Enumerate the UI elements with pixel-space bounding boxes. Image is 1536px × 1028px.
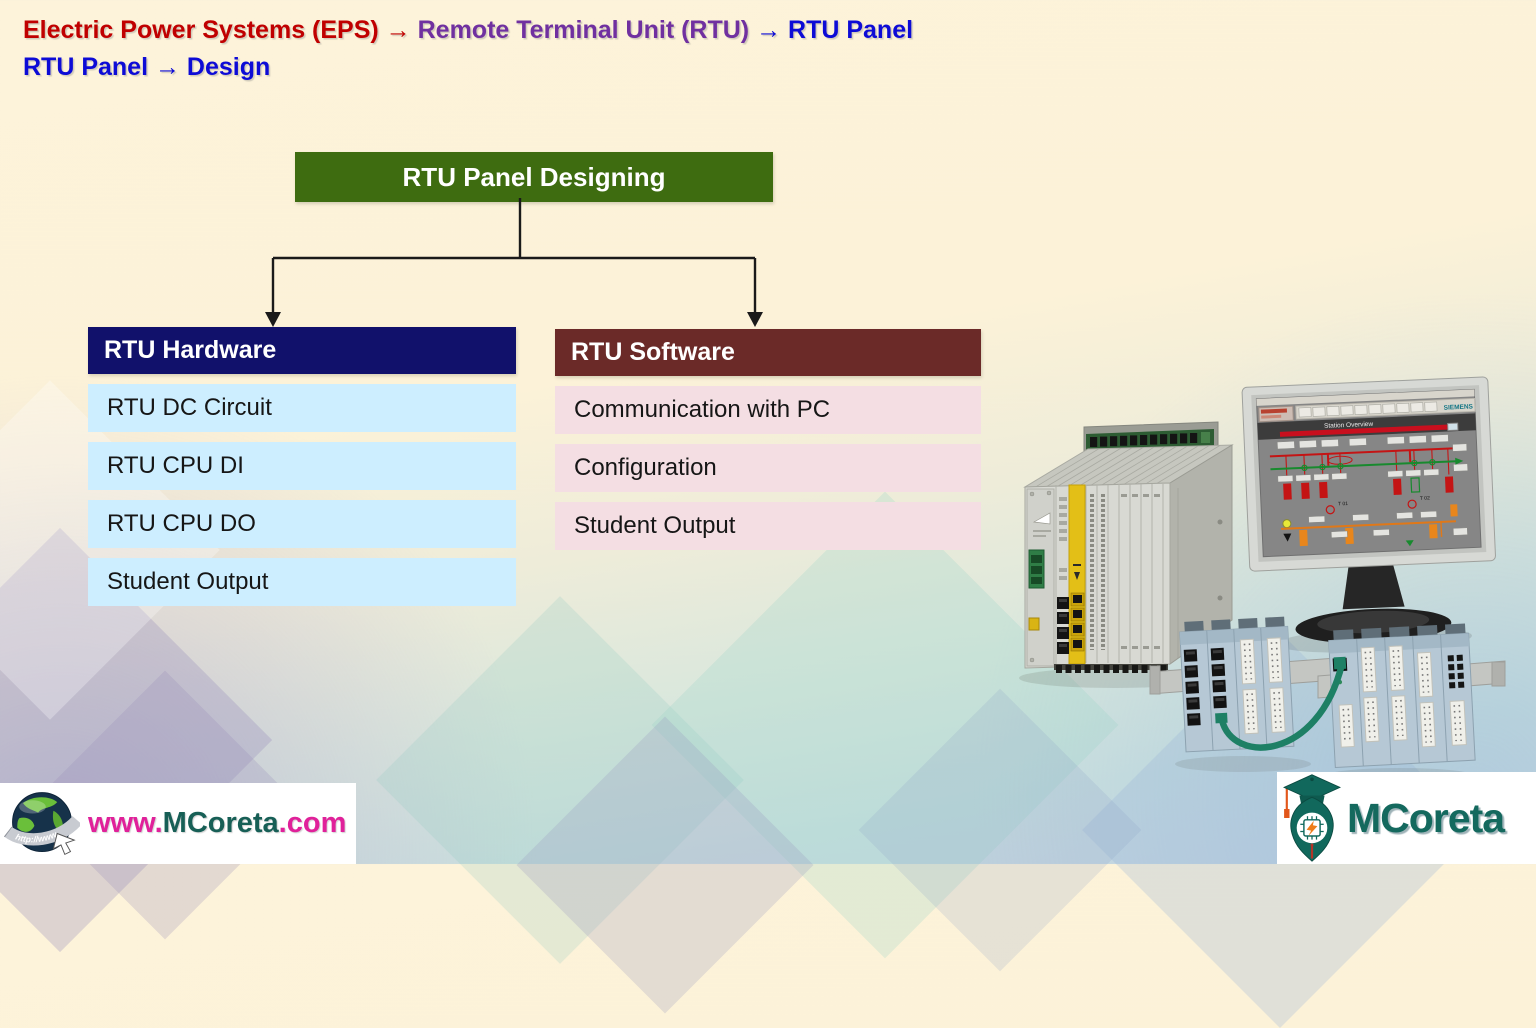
breadcrumb-seg-rtu-panel: RTU Panel xyxy=(788,16,914,44)
arrow-head-icon xyxy=(747,312,763,327)
breadcrumb: Electric Power Systems (EPS) → Remote Te… xyxy=(23,12,913,86)
scada-screen-title: Station Overview xyxy=(1324,421,1374,430)
breadcrumb-line-1: Electric Power Systems (EPS) → Remote Te… xyxy=(23,12,913,49)
flowchart-connectors xyxy=(265,198,763,327)
transformer-label: T 01 xyxy=(1338,501,1348,507)
monitor-brand-label: SIEMENS xyxy=(1444,403,1474,411)
background-diamond xyxy=(376,596,744,964)
cursor-icon xyxy=(52,832,76,855)
website-url-name: MCoreta xyxy=(162,807,279,839)
rtu-equipment-photo: SIEMENS Station Overview xyxy=(1019,376,1506,786)
background-diamond xyxy=(516,716,814,1014)
arrow-right-icon: → xyxy=(385,16,418,44)
software-item: Communication with PC xyxy=(555,386,981,434)
din-rail-modules-illustration xyxy=(1149,616,1506,786)
flowchart-root-node: RTU Panel Designing xyxy=(295,152,773,202)
software-item: Student Output xyxy=(555,502,981,550)
hardware-column: RTU Hardware RTU DC Circuit RTU CPU DI R… xyxy=(88,327,516,606)
breadcrumb-line-2: RTU Panel → Design xyxy=(23,49,913,86)
graduation-pen-icon xyxy=(1283,774,1341,862)
scada-monitor-illustration: SIEMENS Station Overview xyxy=(1241,376,1496,653)
website-logo-bar[interactable]: http://www. www.MCoreta.com xyxy=(0,783,356,864)
hardware-item: RTU CPU DI xyxy=(88,442,516,490)
ethernet-cable xyxy=(1218,660,1346,751)
breadcrumb-seg-eps: Electric Power Systems (EPS) xyxy=(23,16,386,44)
arrow-right-icon: → xyxy=(756,16,789,44)
website-url-prefix: www. xyxy=(88,807,163,839)
website-url-suffix: .com xyxy=(278,807,347,839)
hardware-item: RTU DC Circuit xyxy=(88,384,516,432)
hardware-header: RTU Hardware xyxy=(88,327,516,374)
globe-icon: http://www. xyxy=(4,791,80,855)
breadcrumb-seg-rtu: Remote Terminal Unit (RTU) xyxy=(417,16,757,44)
rack-ethernet-ports xyxy=(1057,592,1085,654)
software-item: Configuration xyxy=(555,444,981,492)
transformer-label: T 02 xyxy=(1420,495,1430,501)
website-url[interactable]: www.MCoreta.com xyxy=(88,807,346,840)
breadcrumb-seg-design: RTU Panel → Design xyxy=(23,53,271,81)
rtu-rack-illustration xyxy=(1019,421,1234,688)
software-header: RTU Software xyxy=(555,329,981,376)
hardware-item: RTU CPU DO xyxy=(88,500,516,548)
brand-name: MCoreta xyxy=(1347,794,1505,841)
arrow-head-icon xyxy=(265,312,281,327)
software-column: RTU Software Communication with PC Confi… xyxy=(555,329,981,550)
hardware-item: Student Output xyxy=(88,558,516,606)
brand-logo-bar: MCoreta xyxy=(1277,772,1536,864)
